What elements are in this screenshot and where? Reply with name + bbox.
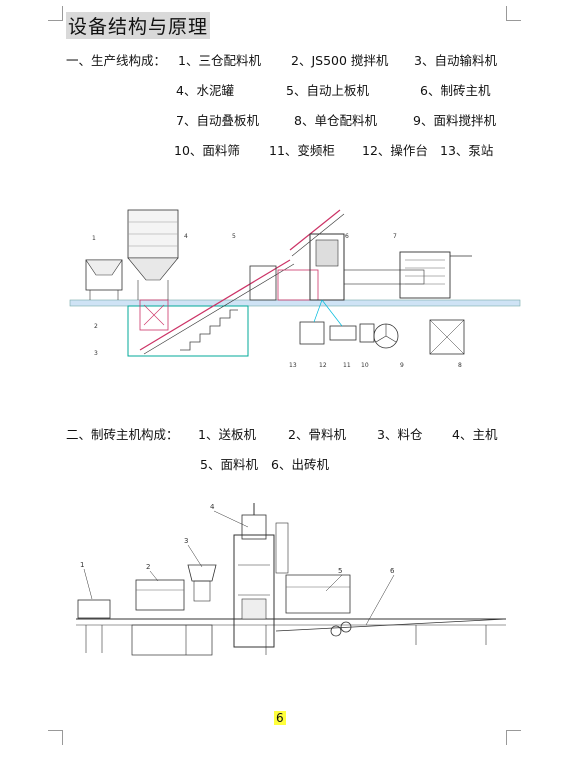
single-bin-batcher [429,319,465,355]
main-machine [233,534,275,648]
outfeed-conveyor [343,269,425,285]
batcher-hopper-pit [139,299,169,331]
figure-label: 7 [393,233,397,240]
figure-label: 8 [458,362,462,369]
figure-label: 5 [232,233,236,240]
brick-machine [309,233,345,301]
section2-heading: 二、制砖主机构成： [66,427,179,442]
figure-label: 13 [289,362,297,369]
pit [127,305,249,357]
section1-item: 7、自动叠板机 [176,113,259,128]
figure-label: 2 [94,323,98,330]
section1-item: 4、水泥罐 [176,83,234,98]
section1-item: 3、自动输料机 [414,53,497,68]
section1-item: 2、JS500 搅拌机 [291,53,389,68]
figure-label: 4 [184,233,188,240]
figure-label: 1 [92,235,96,242]
figure-label: 2 [146,563,150,571]
section1-item: 8、单仓配料机 [294,113,377,128]
crop-mark-bottom-right [506,730,521,745]
stairs [180,309,238,351]
page-number: 6 [274,711,286,725]
section2-item: 4、主机 [452,427,498,442]
figure-label: 3 [184,537,188,545]
figure-label: 1 [80,561,84,569]
conveyor-upper [289,209,341,251]
conveyor-main [139,259,291,351]
section1-heading: 一、生产线构成： [66,53,167,68]
pump-station [299,321,325,345]
surface-feeder [285,574,351,614]
control-console [329,325,357,341]
lower-frame [131,624,213,656]
section2-item: 5、面料机 [200,457,258,472]
section2-item: 3、料仓 [377,427,423,442]
page-title: 设备结构与原理 [66,12,211,39]
brick-output-conveyor [275,618,507,632]
section2-item: 6、出砖机 [271,457,329,472]
section1-item: 9、面料搅拌机 [413,113,496,128]
material-hopper [187,564,217,582]
board-feeder-unit [77,599,111,619]
mixer-frame [277,269,319,301]
aggregate-feeder [135,579,185,611]
figure1-labels: 1 2 3 4 5 6 7 13 12 11 10 9 8 [92,233,462,369]
inverter-cabinet [359,323,375,343]
stacker [399,251,451,299]
figure-label: 6 [390,567,395,575]
figure-label: 9 [400,362,404,369]
section1-item: 10、面料筛 [174,143,240,158]
board-feeder [249,265,277,301]
crop-mark-bottom-left [48,730,63,745]
crop-mark-top-right [506,6,521,21]
figure-label: 4 [210,503,215,511]
figure-label: 11 [343,362,351,369]
figure-label: 10 [361,362,369,369]
ground-line [69,299,521,307]
figure2-labels: 1 2 3 4 5 6 [80,503,395,575]
brick-machine-diagram: 1 2 3 4 5 6 [76,503,507,656]
section1-item: 13、泵站 [440,143,494,158]
section1-item: 5、自动上板机 [286,83,369,98]
figure-label: 3 [94,350,98,357]
section2-item: 1、送板机 [198,427,256,442]
section2-item: 2、骨料机 [288,427,346,442]
figure-label: 6 [345,233,349,240]
section1-item: 6、制砖主机 [420,83,491,98]
production-line-diagram: 1 2 3 4 5 6 7 13 12 11 10 9 8 [69,209,521,369]
section1-item: 11、变频柜 [269,143,335,158]
section1-item: 12、操作台 [362,143,428,158]
crop-mark-top-left [48,6,63,21]
figure-label: 12 [319,362,327,369]
figure-label: 5 [338,567,342,575]
section1-item: 1、三仓配料机 [178,53,261,68]
